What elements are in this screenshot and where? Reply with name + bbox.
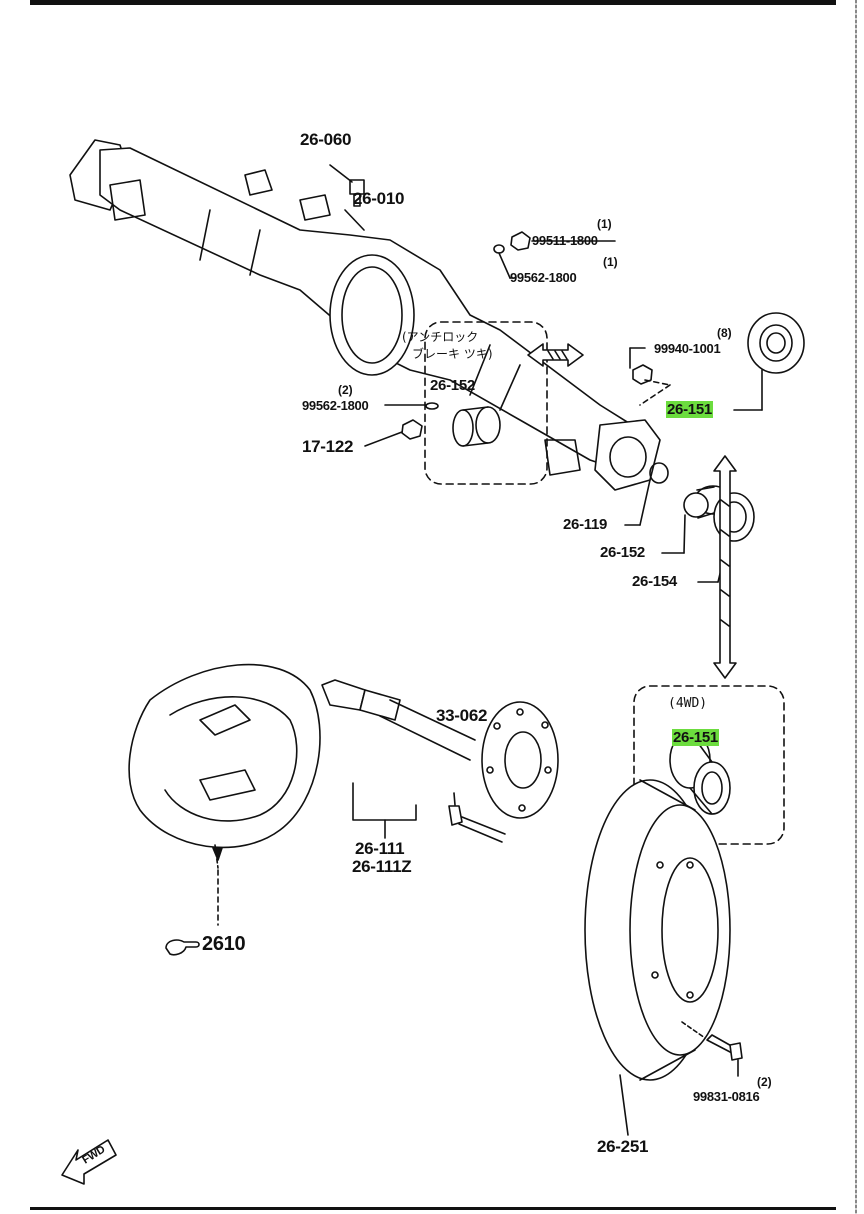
label-26-010: 26-010 [353, 189, 405, 208]
brake-drum [584, 779, 731, 1081]
bearing-151-4wd [669, 731, 731, 815]
label-26-251: 26-251 [597, 1137, 649, 1156]
label-26-152-abs: 26-152 [430, 377, 475, 394]
interchange-arrow-vertical [713, 455, 737, 679]
4wd-note: (4WD) [668, 696, 708, 711]
qty-99511: (1) [597, 217, 612, 231]
qty-99562b: (2) [338, 383, 353, 397]
ref-2610: 2610 [202, 933, 246, 955]
qty-99831: (2) [757, 1075, 772, 1089]
snap-ring [649, 462, 669, 484]
hub-bolt [448, 805, 506, 843]
label-26-152: 26-152 [600, 544, 645, 561]
axle-shaft [321, 679, 476, 761]
abs-note-line2: ブレーキ ツキ) [412, 347, 493, 361]
qty-99562a: (1) [603, 255, 618, 269]
abs-note-line1: (アンチロック [402, 330, 479, 344]
brake-backing-plate [128, 663, 321, 926]
drain-plug [401, 402, 439, 440]
label-26-119: 26-119 [563, 516, 608, 533]
fwd-arrow [61, 1139, 117, 1185]
label-33-062: 33-062 [436, 706, 488, 725]
breather-plug [349, 179, 365, 207]
bearing-152-abs [452, 406, 501, 447]
label-26-151-text: 26-151 [666, 401, 713, 418]
axle-housing [69, 139, 661, 491]
pointing-hand-icon [165, 939, 200, 956]
qty-99940: (8) [717, 326, 732, 340]
label-99562-1800-a: 99562-1800 [510, 270, 577, 285]
label-26-151-4wd-text: 26-151 [672, 729, 719, 746]
fill-plug [493, 231, 531, 254]
top-border [30, 0, 836, 5]
drum-screw [706, 1034, 743, 1061]
label-26-154: 26-154 [632, 573, 677, 590]
label-26-151-4wd: 26-151 [672, 729, 719, 746]
label-99940-1001: 99940-1001 [654, 341, 721, 356]
label-99831-0816: 99831-0816 [693, 1089, 760, 1104]
bottom-border [30, 1207, 836, 1210]
label-26-111: 26-111 [355, 839, 405, 858]
abs-variant-box [424, 321, 548, 485]
label-99562-1800-b: 99562-1800 [302, 398, 369, 413]
interchange-arrow-horizontal [527, 343, 584, 367]
bearing-151 [747, 312, 805, 374]
label-26-111z: 26-111Z [352, 857, 412, 876]
nut-99940 [632, 364, 653, 385]
label-26-151: 26-151 [666, 401, 713, 418]
label-17-122: 17-122 [302, 437, 354, 456]
label-26-060: 26-060 [300, 130, 352, 149]
axle-flange [481, 701, 559, 819]
label-99511-1800: 99511-1800 [532, 233, 598, 248]
